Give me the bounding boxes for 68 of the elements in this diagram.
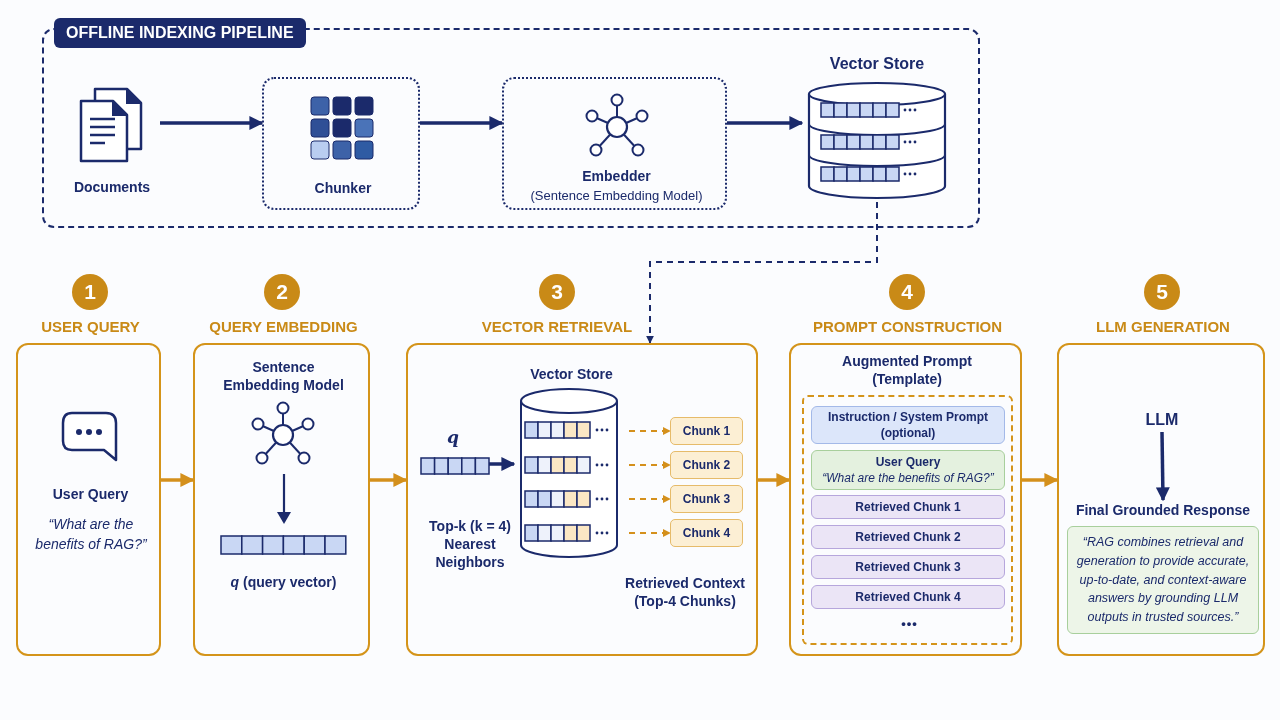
chunk-box xyxy=(670,485,743,513)
vector-label: q xyxy=(446,427,460,447)
arrow xyxy=(370,473,408,487)
step-number: 1 xyxy=(72,274,108,310)
label: Embedder xyxy=(581,167,652,186)
section-tab: OFFLINE INDEXING PIPELINE xyxy=(54,18,306,48)
label: Retrieved Chunk 3 xyxy=(854,558,962,576)
label: Augmented Prompt (Template) xyxy=(841,352,973,389)
section-heading: PROMPT CONSTRUCTION xyxy=(811,318,1004,335)
label: Chunk 3 xyxy=(681,490,732,508)
label: q (query vector) xyxy=(229,573,338,592)
arrow xyxy=(161,473,195,487)
chunk-box xyxy=(670,451,743,479)
prompt-block xyxy=(811,525,1005,549)
label: User Query xyxy=(51,485,130,504)
label: Retrieved Chunk 4 xyxy=(854,588,962,606)
section-heading: USER QUERY xyxy=(40,318,141,335)
label: Retrieved Chunk 2 xyxy=(854,528,962,546)
label: User Query xyxy=(874,453,942,470)
label: Chunk 2 xyxy=(681,456,732,474)
label: Documents xyxy=(72,178,152,197)
response-box xyxy=(1067,526,1259,634)
arrow xyxy=(1022,473,1059,487)
quote-text: “What are the benefits of RAG?” xyxy=(821,470,995,487)
template-box xyxy=(802,395,1013,645)
label: Vector Store xyxy=(828,54,926,74)
label: Sentence Embedding Model xyxy=(222,358,345,395)
arrow xyxy=(1155,431,1170,502)
label: Instruction / System Prompt (optional) xyxy=(827,408,989,442)
ellipsis: ••• xyxy=(900,616,919,631)
arrow xyxy=(420,116,504,130)
label: Chunker xyxy=(313,179,373,198)
label: Vector Store xyxy=(529,365,614,384)
step-number: 4 xyxy=(889,274,925,310)
section-heading: VECTOR RETRIEVAL xyxy=(480,318,634,335)
prompt-block xyxy=(811,406,1005,444)
quote-text: “RAG combines retrieval and generation to provide accurate, up-to-date, and context-aware answers by grounding LLM outputs in trusted sources.” xyxy=(1076,534,1250,627)
dashed-arrow xyxy=(646,201,878,344)
step-number: 5 xyxy=(1144,274,1180,310)
process-box xyxy=(262,77,420,210)
prompt-block xyxy=(811,450,1005,490)
step-number: 3 xyxy=(539,274,575,310)
step-number: 2 xyxy=(264,274,300,310)
prompt-block xyxy=(811,585,1005,609)
prompt-block xyxy=(811,555,1005,579)
prompt-block xyxy=(811,495,1005,519)
arrow xyxy=(758,473,791,487)
label: LLM xyxy=(1144,409,1180,430)
dashed-arrow xyxy=(628,529,671,537)
label: Top-k (k = 4) Nearest Neighbors xyxy=(428,517,512,572)
section-heading: QUERY EMBEDDING xyxy=(208,318,359,335)
dashed-arrow xyxy=(628,427,671,435)
dashed-arrow xyxy=(628,495,671,503)
chunk-box xyxy=(670,417,743,445)
section-heading: LLM GENERATION xyxy=(1095,318,1231,335)
dashed-arrow xyxy=(628,461,671,469)
quote-text: “What are the benefits of RAG?” xyxy=(34,515,148,555)
arrow xyxy=(489,457,516,471)
label: Chunk 4 xyxy=(681,524,732,542)
label: (Sentence Embedding Model) xyxy=(529,188,704,203)
label: Chunk 1 xyxy=(681,422,732,440)
label: Retrieved Context (Top-4 Chunks) xyxy=(624,574,746,611)
label: Final Grounded Response xyxy=(1074,500,1252,520)
label: Retrieved Chunk 1 xyxy=(854,498,962,516)
chunk-box xyxy=(670,519,743,547)
process-box xyxy=(502,77,727,210)
arrow xyxy=(160,116,264,130)
arrow xyxy=(727,116,804,130)
